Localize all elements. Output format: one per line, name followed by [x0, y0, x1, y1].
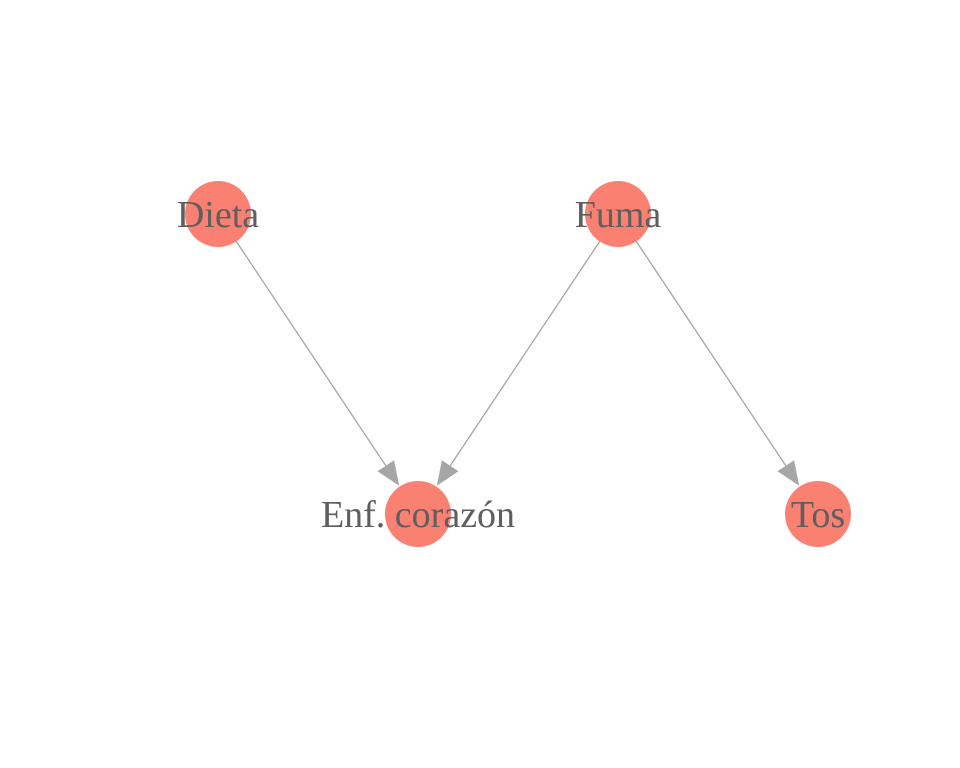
nodes-layer [185, 181, 851, 547]
edge-line [635, 241, 787, 467]
edges-layer [235, 241, 800, 486]
arrowhead [777, 460, 800, 486]
edge-dieta-enf [235, 241, 400, 486]
node-tos [785, 481, 851, 547]
node-enf [385, 481, 451, 547]
node-label-fuma: Fuma [575, 194, 662, 236]
node-label-tos: Tos [791, 494, 845, 536]
node-label-dieta: Dieta [177, 194, 259, 236]
edge-fuma-enf [436, 241, 601, 486]
arrowhead [436, 460, 459, 486]
edge-line [449, 241, 601, 467]
arrowhead [377, 460, 400, 486]
edge-fuma-tos [635, 241, 800, 486]
node-fuma [585, 181, 651, 247]
node-dieta [185, 181, 251, 247]
edge-line [235, 241, 387, 467]
node-label-enf: Enf. corazón [321, 494, 515, 536]
